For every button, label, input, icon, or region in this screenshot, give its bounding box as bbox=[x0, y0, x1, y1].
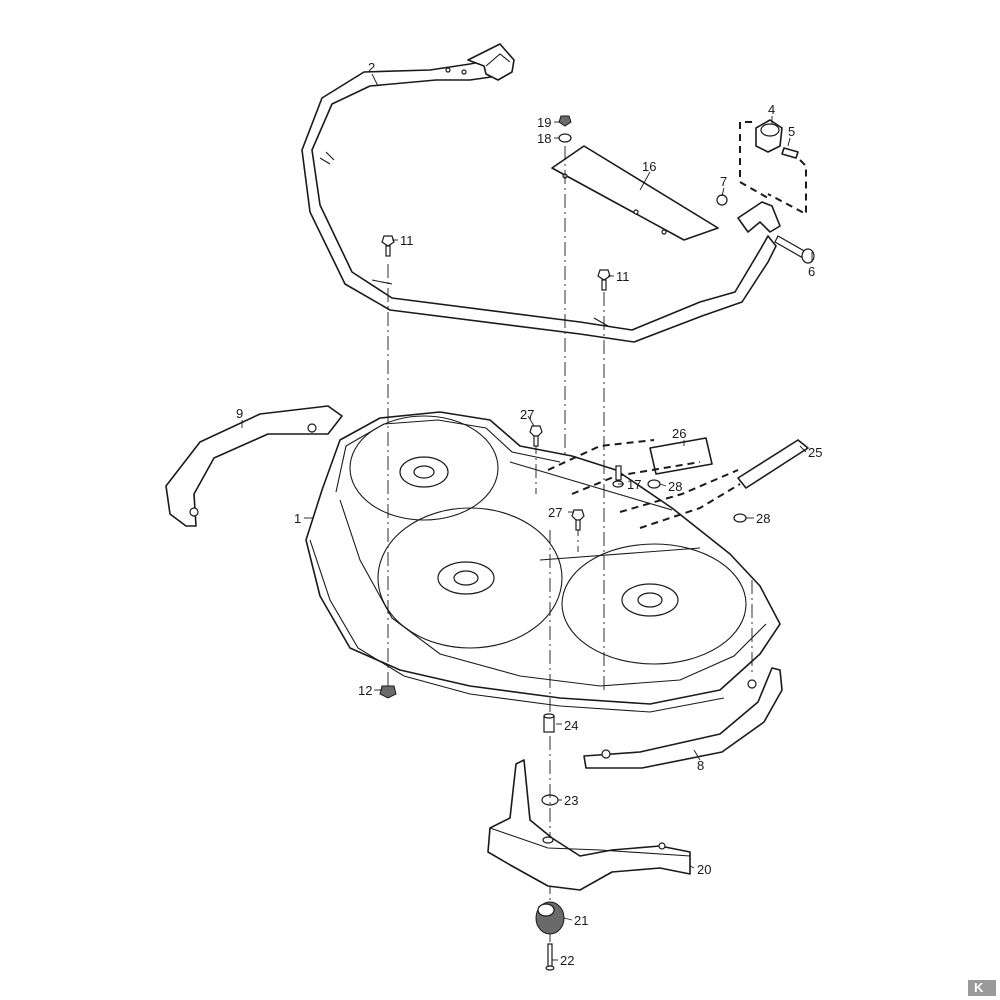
nut-28b-part bbox=[733, 513, 747, 523]
callout-24: 24 bbox=[564, 718, 578, 733]
callout-26: 26 bbox=[672, 426, 686, 441]
washer-18-part bbox=[558, 133, 572, 143]
callout-2: 2 bbox=[368, 60, 375, 75]
callout-19: 19 bbox=[537, 115, 551, 130]
wheel-bracket-20-part bbox=[487, 759, 691, 891]
callout-5: 5 bbox=[788, 124, 795, 139]
nut-28a-part bbox=[647, 479, 661, 489]
callout-11a: 11 bbox=[400, 233, 414, 248]
callout-11b: 11 bbox=[616, 269, 630, 284]
callout-18: 18 bbox=[537, 131, 551, 146]
nut-12-part bbox=[379, 685, 397, 699]
callout-23: 23 bbox=[564, 793, 578, 808]
mower-deck-part bbox=[305, 411, 781, 713]
callout-7: 7 bbox=[720, 174, 727, 189]
callout-20: 20 bbox=[697, 862, 711, 877]
callout-27a: 27 bbox=[520, 407, 534, 422]
bolt-22-part bbox=[545, 943, 555, 971]
callout-27b: 27 bbox=[548, 505, 562, 520]
callout-1: 1 bbox=[294, 511, 301, 526]
roller-4-part bbox=[755, 119, 783, 153]
callout-labels: 2 4 5 6 7 8 9 11 11 12 16 17 18 19 20 21… bbox=[236, 60, 822, 968]
bolt-27b-part bbox=[571, 509, 585, 531]
callout-4: 4 bbox=[768, 102, 775, 117]
bumper-bar-part bbox=[301, 43, 777, 343]
logo-letter: K bbox=[974, 980, 984, 995]
bolt-19-part bbox=[558, 115, 572, 127]
brand-logo: K bbox=[968, 980, 996, 996]
bolt-6-part bbox=[774, 235, 815, 264]
callout-25: 25 bbox=[808, 445, 822, 460]
callout-12: 12 bbox=[358, 683, 372, 698]
callout-16: 16 bbox=[642, 159, 656, 174]
baffle-26-part bbox=[649, 437, 713, 475]
bracket-part bbox=[737, 201, 781, 233]
callout-8: 8 bbox=[697, 758, 704, 773]
callout-21: 21 bbox=[574, 913, 588, 928]
callout-17: 17 bbox=[627, 477, 641, 492]
pin-5-part bbox=[781, 147, 799, 159]
roller-link-dash bbox=[739, 121, 807, 216]
callout-6: 6 bbox=[808, 264, 815, 279]
left-skid-9-part bbox=[165, 405, 343, 527]
callout-28b: 28 bbox=[756, 511, 770, 526]
wheel-21-part bbox=[535, 901, 565, 935]
callout-28a: 28 bbox=[668, 479, 682, 494]
bolt-11b-part bbox=[597, 269, 611, 291]
bolt-27a-part bbox=[529, 425, 543, 447]
callout-22: 22 bbox=[560, 953, 574, 968]
bolt-11a-part bbox=[381, 235, 395, 257]
leader-lines bbox=[241, 73, 813, 961]
spacer-24-part bbox=[543, 713, 555, 733]
callout-9: 9 bbox=[236, 406, 243, 421]
right-skid-8-part bbox=[583, 667, 783, 769]
cover-plate-part bbox=[551, 145, 719, 241]
nut-7-part bbox=[716, 194, 728, 206]
bar-25-part bbox=[737, 439, 809, 489]
